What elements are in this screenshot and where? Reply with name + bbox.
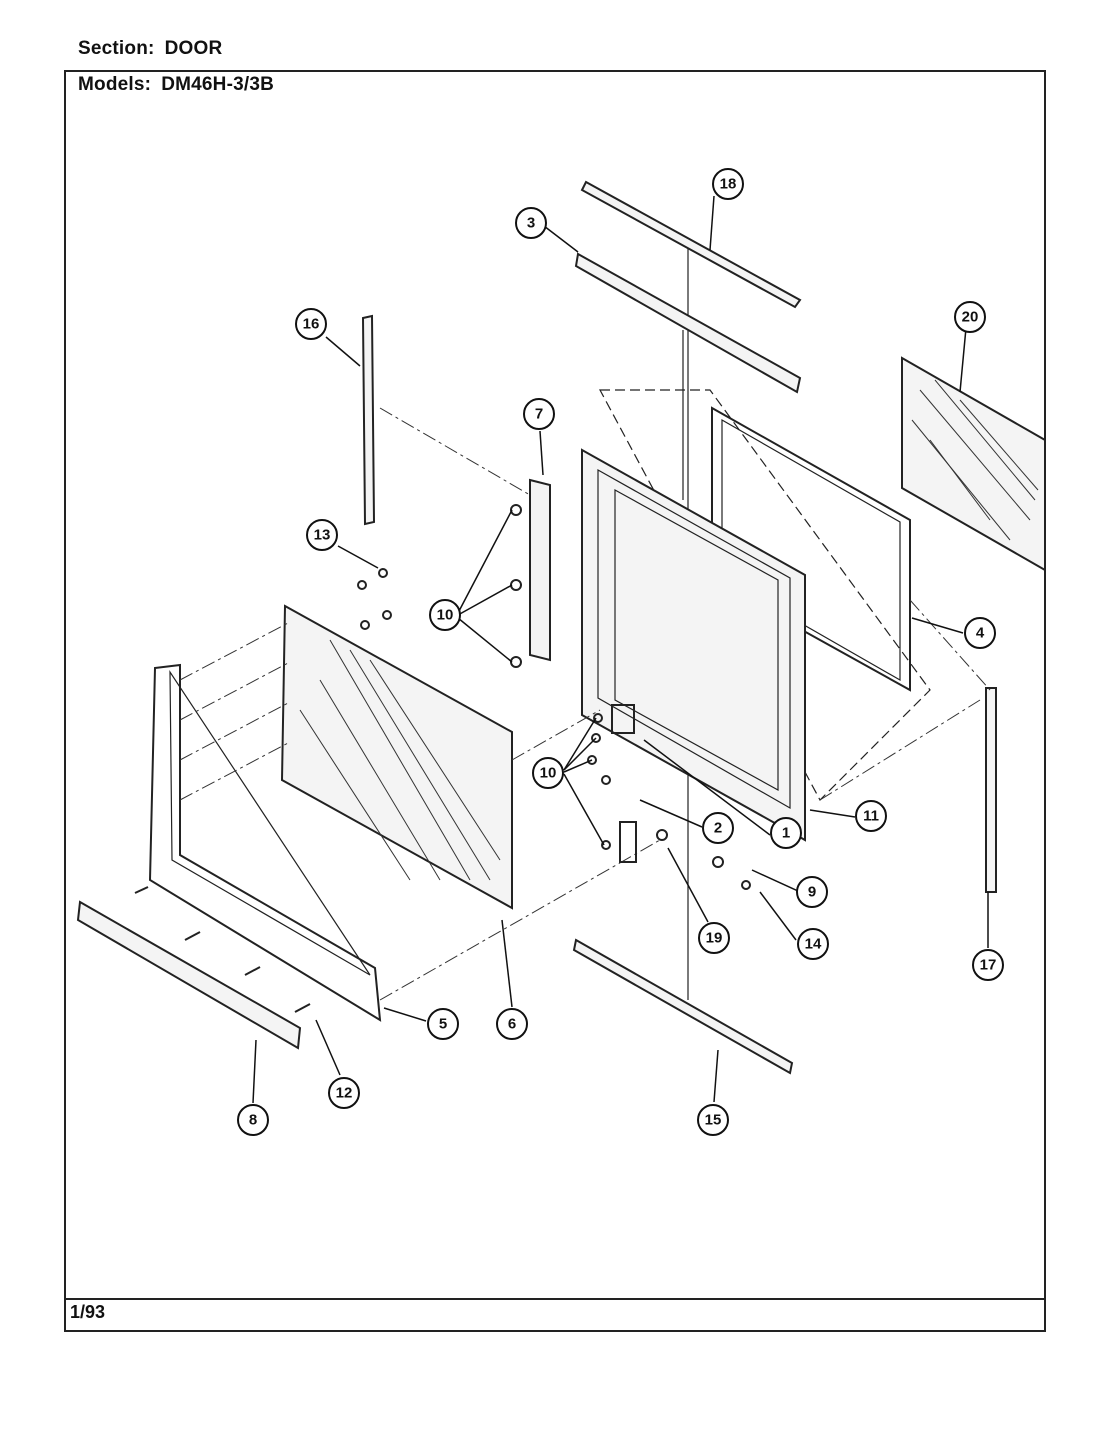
part-15-bottom-strip bbox=[572, 938, 794, 1075]
part-5-outer-frame bbox=[148, 663, 382, 1022]
callout-8: 8 bbox=[237, 1104, 269, 1136]
section-value: DOOR bbox=[164, 38, 223, 59]
part-7-bracket bbox=[529, 478, 551, 662]
leader-lines bbox=[252, 195, 989, 1104]
svg-text:5: 5 bbox=[439, 1016, 447, 1033]
part-4-inner-frame-edge bbox=[721, 418, 901, 682]
svg-text:9: 9 bbox=[808, 884, 816, 901]
svg-text:19: 19 bbox=[706, 930, 723, 947]
callout-17: 17 bbox=[972, 949, 1004, 981]
svg-text:17: 17 bbox=[980, 957, 997, 974]
part-16-side-gasket bbox=[361, 314, 376, 526]
footer-divider bbox=[64, 1298, 1046, 1300]
outer-glass-door bbox=[280, 604, 513, 910]
part-11-inner-panel bbox=[581, 448, 806, 842]
callout-9: 9 bbox=[796, 876, 828, 908]
section-label: Section: bbox=[78, 38, 155, 59]
svg-text:16: 16 bbox=[303, 316, 320, 333]
callout-20: 20 bbox=[954, 301, 986, 333]
footer-date: 1/93 bbox=[70, 1302, 106, 1322]
svg-text:18: 18 bbox=[720, 176, 737, 193]
part-17-side-strip bbox=[985, 687, 997, 893]
svg-text:4: 4 bbox=[976, 625, 985, 642]
part-5-frame-inner-edge bbox=[169, 669, 371, 976]
callout-11: 11 bbox=[855, 800, 887, 832]
callout-13: 13 bbox=[306, 519, 338, 551]
svg-text:20: 20 bbox=[962, 309, 979, 326]
diagram-frame bbox=[64, 70, 1046, 1332]
callout-2: 2 bbox=[702, 812, 734, 844]
part-3-top-trim bbox=[574, 252, 802, 394]
models-value: DM46H-3/3B bbox=[161, 74, 275, 95]
callout-5: 5 bbox=[427, 1008, 459, 1040]
svg-text:2: 2 bbox=[714, 820, 722, 837]
svg-text:14: 14 bbox=[805, 936, 822, 953]
callout-7: 7 bbox=[523, 398, 555, 430]
models-heading: Models: DM46H-3/3B bbox=[78, 74, 274, 96]
part-20-glass-hatch bbox=[911, 379, 1039, 541]
svg-text:8: 8 bbox=[249, 1112, 257, 1129]
section-heading: Section: DOOR bbox=[78, 38, 222, 60]
svg-text:13: 13 bbox=[314, 527, 331, 544]
part-8-bottom-trim bbox=[76, 900, 302, 1050]
callout-18: 18 bbox=[712, 168, 744, 200]
svg-text:15: 15 bbox=[705, 1112, 722, 1129]
svg-text:7: 7 bbox=[535, 406, 543, 423]
svg-text:12: 12 bbox=[336, 1085, 353, 1102]
callout-3: 3 bbox=[515, 207, 547, 239]
svg-text:6: 6 bbox=[508, 1016, 516, 1033]
callout-12: 12 bbox=[328, 1077, 360, 1109]
part-18-top-seal bbox=[580, 180, 802, 309]
outer-glass-hatch bbox=[299, 639, 501, 881]
callout-14: 14 bbox=[797, 928, 829, 960]
callout-10-upper: 10 bbox=[429, 599, 461, 631]
callout-1: 1 bbox=[770, 817, 802, 849]
svg-text:1: 1 bbox=[782, 825, 790, 842]
callout-19: 19 bbox=[698, 922, 730, 954]
part-11-window-opening bbox=[597, 468, 791, 810]
svg-text:3: 3 bbox=[527, 215, 535, 232]
callout-6: 6 bbox=[496, 1008, 528, 1040]
callout-10-lower: 10 bbox=[532, 757, 564, 789]
assembly-dash-lines bbox=[179, 407, 991, 1001]
svg-text:10: 10 bbox=[540, 765, 557, 782]
part-20-back-glass bbox=[901, 356, 1046, 572]
part-4-dashed-outline bbox=[598, 389, 931, 801]
callout-15: 15 bbox=[697, 1104, 729, 1136]
svg-text:10: 10 bbox=[437, 607, 454, 624]
svg-text:11: 11 bbox=[863, 808, 879, 825]
callout-16: 16 bbox=[295, 308, 327, 340]
callout-4: 4 bbox=[964, 617, 996, 649]
models-label: Models: bbox=[78, 74, 152, 95]
part-11-window-inner bbox=[614, 488, 779, 792]
